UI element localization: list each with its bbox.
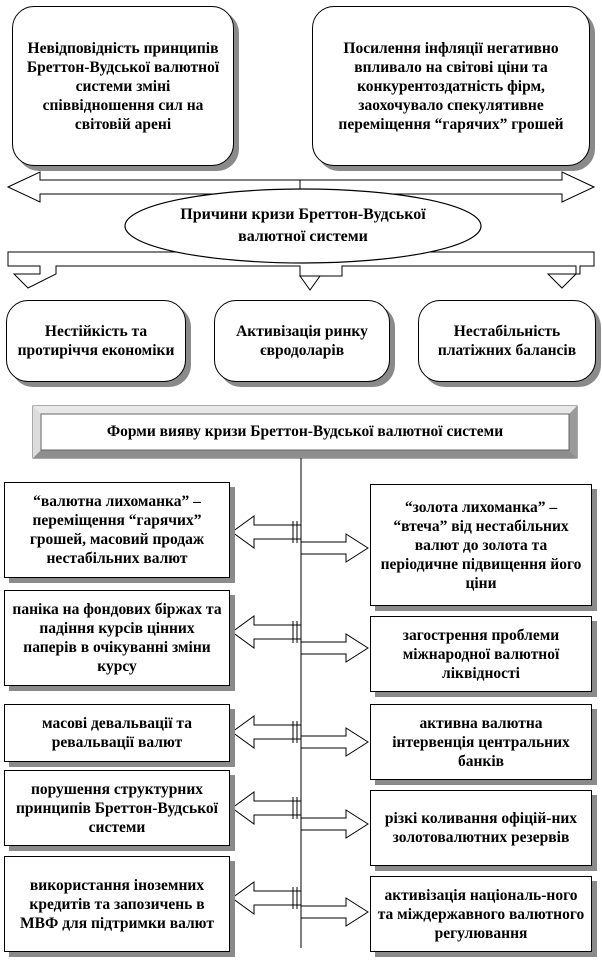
up-arrow-right [299,171,596,203]
form-left-3: масові девальвації та ревальвації валют [4,704,230,762]
cause-top-left: Невідповідність принципів Бреттон-Вудськ… [12,6,234,166]
form-right-4-text: різкі коливання офіцій-них золотовалютни… [384,810,578,846]
form-left-3-text: масові девальвації та ревальвації валют [42,715,192,751]
cause-top-left-text: Невідповідність принципів Бреттон-Вудськ… [26,39,220,133]
form-left-1: “валютна лихоманка” – переміщення “гаряч… [4,482,230,578]
form-right-2: загострення проблеми міжнародної валютно… [370,616,592,692]
form-right-1: “золота лихоманка” – “втеча” від нестабі… [370,484,592,606]
forms-title: Форми вияву кризи Бреттон-Вудської валют… [106,423,504,440]
form-left-2: паніка на фондових біржах та падіння кур… [4,590,230,686]
cause-top-right: Посилення інфляції негативно впливало на… [312,6,590,166]
form-left-4-text: порушення структурних принципів Бреттон-… [16,780,218,836]
form-left-5-text: використання іноземних кредитів та запоз… [20,876,214,932]
form-right-4: різкі коливання офіцій-них золотовалютни… [370,790,592,866]
cause-bottom-left-text: Нестійкість та протиріччя економіки [17,323,175,359]
form-left-5: використання іноземних кредитів та запоз… [4,856,230,952]
cause-bottom-right-text: Нестабільність платіжних балансів [437,323,577,359]
form-right-3-text: активна валютна інтервенція центральних … [392,714,570,770]
form-left-2-text: паніка на фондових біржах та падіння кур… [12,601,222,675]
right-arrows [300,533,369,927]
form-left-4: порушення структурних принципів Бреттон-… [4,770,230,846]
form-right-3: активна валютна інтервенція центральних … [370,704,592,780]
down-arrows [7,251,595,291]
form-right-2-text: загострення проблеми міжнародної валютно… [402,626,560,682]
form-right-1-text: “золота лихоманка” – “втеча” від нестабі… [380,498,582,592]
causes-center-title: Причини кризи Бреттон-Вудської валютної … [180,206,426,245]
form-right-5-text: активізація національ-ного та міждержавн… [377,886,585,942]
form-right-5: активізація національ-ного та міждержавн… [370,876,592,952]
cause-top-right-text: Посилення інфляції негативно впливало на… [338,39,564,133]
left-arrows [231,515,302,915]
cause-bottom-middle: Активізація ринку євродоларів [214,300,390,382]
cause-bottom-left: Нестійкість та протиріччя економіки [6,300,186,382]
cause-bottom-right: Нестабільність платіжних балансів [418,300,596,382]
form-left-1-text: “валютна лихоманка” – переміщення “гаряч… [29,493,205,567]
cause-bottom-middle-text: Активізація ринку євродоларів [236,323,368,359]
causes-ellipse [124,188,482,264]
